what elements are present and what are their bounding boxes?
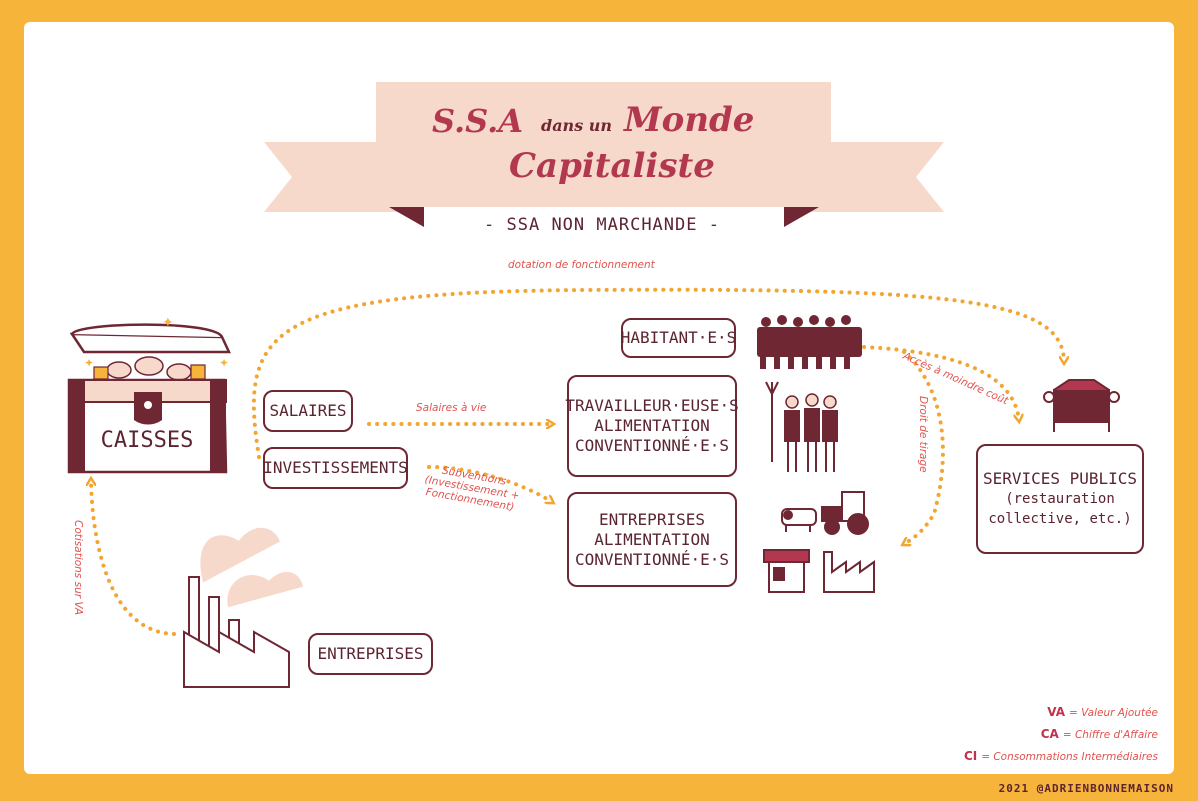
label-salaires-vie: Salaires à vie	[416, 402, 487, 414]
legend-ci-text: = Consommations Intermédiaires	[981, 751, 1158, 763]
svg-text:✦: ✦	[84, 356, 94, 370]
factory-icon	[183, 527, 303, 688]
legend-ci-abbr: CI	[963, 749, 978, 763]
node-entreprises: ENTREPRISES	[308, 633, 433, 675]
node-entreprises-conv: ENTREPRISES ALIMENTATION CONVENTIONNÉ·E·…	[567, 492, 737, 587]
farmers-icon	[765, 381, 838, 472]
title-banner	[264, 82, 944, 227]
legend-ca-abbr: CA	[1040, 727, 1059, 741]
cow-tractor-icon	[781, 491, 869, 535]
entreprises-conv-line-2: ALIMENTATION	[594, 529, 710, 549]
entreprises-conv-line-1: ENTREPRISES	[599, 509, 705, 529]
flow-dotation	[251, 287, 1064, 459]
chest-icon: ✦ ✦ ✦	[67, 315, 231, 474]
flow-subventions	[427, 465, 552, 502]
subtitle: - SSA NON MARCHANDE -	[484, 215, 720, 235]
svg-text:✦: ✦	[162, 315, 174, 331]
title-capitaliste: Capitaliste	[509, 146, 715, 186]
svg-text:✦: ✦	[219, 356, 229, 370]
label-dotation: dotation de fonctionnement	[508, 259, 655, 271]
people-icon	[757, 315, 862, 369]
services-line-1: SERVICES PUBLICS	[982, 469, 1138, 488]
flow-droit	[904, 350, 945, 544]
legend-ci: CI= Consommations Intermédiaires	[964, 749, 1158, 763]
travailleurs-line-2: ALIMENTATION	[594, 416, 710, 435]
node-habitants: HABITANT·E·S	[621, 318, 736, 358]
poster-frame: ✦ ✦ ✦	[24, 22, 1174, 774]
label-droit: Droit de tirage	[917, 396, 929, 473]
legend-ca-text: = Chiffre d'Affaire	[1062, 729, 1158, 741]
node-travailleurs: TRAVAILLEUR·EUSE·S ALIMENTATION CONVENTI…	[565, 375, 739, 477]
node-services-publics: SERVICES PUBLICS (restauration collectiv…	[976, 444, 1144, 554]
diagram-canvas: ✦ ✦ ✦	[67, 82, 1120, 688]
node-salaires: SALAIRES	[263, 390, 353, 432]
title-ssa: S.S.A	[432, 102, 524, 140]
caisses-label: CAISSES	[100, 428, 194, 453]
title-dans-un: dans un	[541, 116, 613, 135]
legend-va-abbr: VA	[1047, 705, 1066, 719]
travailleurs-line-3: CONVENTIONNÉ·E·S	[574, 436, 730, 455]
credit-text: 2021 @ADRIENBONNEMAISON	[998, 782, 1174, 795]
entreprises-conv-line-3: CONVENTIONNÉ·E·S	[574, 549, 730, 569]
travailleurs-line-1: TRAVAILLEUR·EUSE·S	[565, 396, 739, 415]
shop-factory-icon	[763, 549, 875, 593]
legend-ca: CA= Chiffre d'Affaire	[1041, 727, 1158, 741]
title-monde: Monde	[624, 100, 755, 140]
services-line-3: collective, etc.)	[988, 511, 1132, 527]
services-line-2: (restauration	[1005, 491, 1115, 507]
node-investissements: INVESTISSEMENTS	[263, 447, 408, 489]
flow-acces	[862, 345, 1019, 420]
flow-cotisations	[91, 480, 176, 636]
label-cotisations: Cotisations sur VA	[72, 520, 84, 616]
legend-va: VA= Valeur Ajoutée	[1047, 705, 1158, 719]
legend-va-text: = Valeur Ajoutée	[1069, 707, 1158, 719]
canteen-icon	[1043, 379, 1120, 432]
